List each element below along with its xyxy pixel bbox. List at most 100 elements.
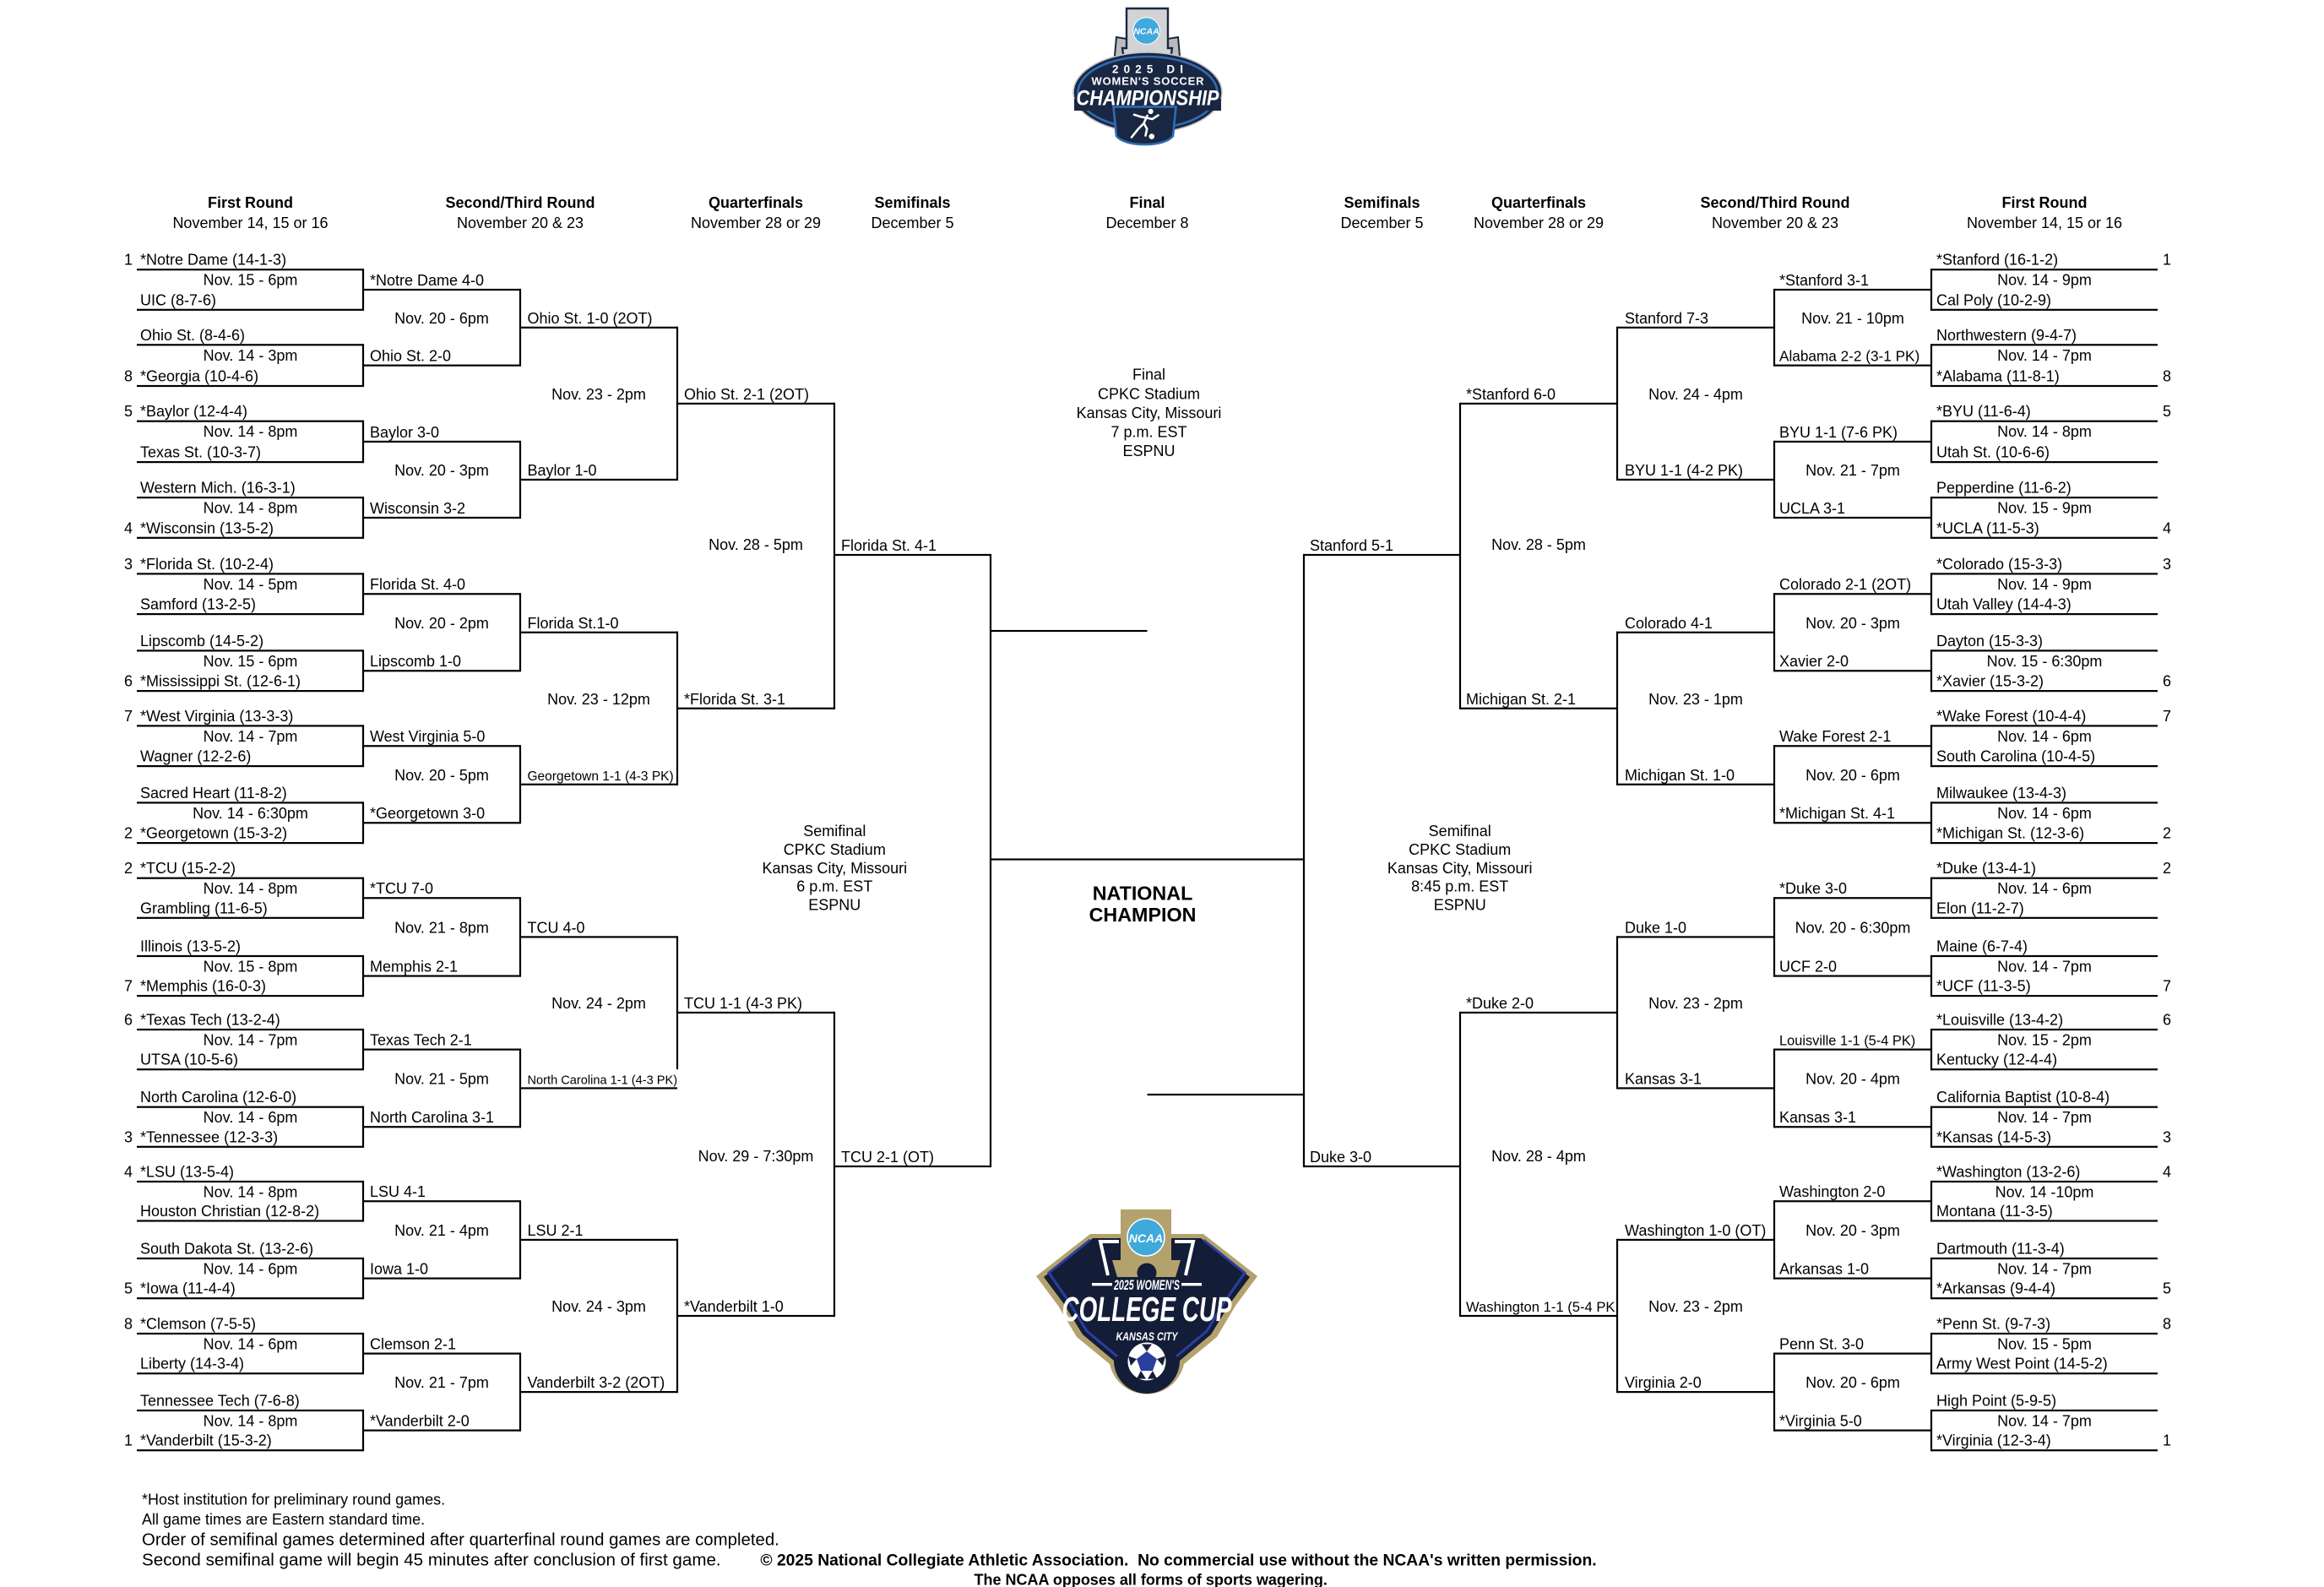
svg-text:NCAA: NCAA [1129, 1231, 1163, 1245]
svg-text:Western Mich. (16-3-1): Western Mich. (16-3-1) [140, 480, 296, 497]
svg-text:Wagner (12-2-6): Wagner (12-2-6) [140, 748, 251, 765]
svg-text:CPKC Stadium: CPKC Stadium [1409, 841, 1511, 858]
svg-text:Second/Third Round: Second/Third Round [446, 194, 595, 211]
svg-text:Nov. 14 - 8pm: Nov. 14 - 8pm [204, 423, 298, 440]
svg-text:Army West Point (14-5-2): Army West Point (14-5-2) [1936, 1356, 2108, 1372]
svg-text:CHAMPION: CHAMPION [1089, 904, 1197, 926]
svg-text:Nov. 15 - 9pm: Nov. 15 - 9pm [1997, 500, 2092, 517]
svg-text:*Texas Tech (13-2-4): *Texas Tech (13-2-4) [140, 1012, 280, 1029]
svg-text:3: 3 [2163, 556, 2171, 573]
svg-text:South Carolina (10-4-5): South Carolina (10-4-5) [1936, 748, 2095, 765]
svg-text:*Duke 2-0: *Duke 2-0 [1466, 995, 1534, 1012]
svg-text:Dayton (15-3-3): Dayton (15-3-3) [1936, 633, 2043, 649]
svg-text:*Iowa (11-4-4): *Iowa (11-4-4) [140, 1280, 236, 1297]
svg-text:Wake Forest 2-1: Wake Forest 2-1 [1779, 728, 1891, 745]
svg-text:Memphis 2-1: Memphis 2-1 [370, 959, 458, 976]
svg-text:Maine (6-7-4): Maine (6-7-4) [1936, 938, 2028, 955]
svg-text:*Xavier (15-3-2): *Xavier (15-3-2) [1936, 673, 2044, 690]
svg-text:*Host institution for prelimin: *Host institution for preliminary round … [142, 1492, 445, 1508]
svg-text:*UCLA (11-5-3): *UCLA (11-5-3) [1936, 519, 2039, 536]
svg-text:Nov. 28 - 5pm: Nov. 28 - 5pm [1491, 536, 1586, 553]
svg-text:Tennessee Tech (7-6-8): Tennessee Tech (7-6-8) [140, 1393, 300, 1410]
svg-text:Stanford 5-1: Stanford 5-1 [1310, 537, 1393, 554]
svg-text:*Baylor (12-4-4): *Baylor (12-4-4) [140, 403, 247, 420]
svg-text:*Duke (13-4-1): *Duke (13-4-1) [1936, 860, 2036, 877]
svg-text:4: 4 [2163, 519, 2171, 536]
svg-text:Nov. 14 - 7pm: Nov. 14 - 7pm [204, 728, 298, 745]
svg-text:7: 7 [2163, 708, 2171, 725]
svg-text:*Mississippi St. (12-6-1): *Mississippi St. (12-6-1) [140, 673, 301, 690]
svg-text:2: 2 [124, 825, 133, 842]
svg-text:Quarterfinals: Quarterfinals [1491, 194, 1586, 211]
svg-text:*Tennessee (12-3-3): *Tennessee (12-3-3) [140, 1128, 278, 1145]
svg-text:Georgetown 1-1 (4-3 PK): Georgetown 1-1 (4-3 PK) [528, 769, 674, 784]
svg-text:Ohio St. (8-4-6): Ohio St. (8-4-6) [140, 327, 245, 344]
svg-text:*Arkansas (9-4-4): *Arkansas (9-4-4) [1936, 1280, 2055, 1297]
svg-text:Ohio St. 1-0 (2OT): Ohio St. 1-0 (2OT) [528, 310, 653, 327]
svg-text:Louisville 1-1 (5-4 PK): Louisville 1-1 (5-4 PK) [1779, 1034, 1915, 1049]
svg-text:Nov. 21 - 5pm: Nov. 21 - 5pm [394, 1070, 489, 1087]
svg-text:5: 5 [2163, 403, 2171, 420]
svg-text:Final: Final [1129, 194, 1165, 211]
svg-text:*Georgetown (15-3-2): *Georgetown (15-3-2) [140, 825, 287, 842]
svg-text:Lipscomb 1-0: Lipscomb 1-0 [370, 653, 461, 670]
svg-text:Nov. 28 - 5pm: Nov. 28 - 5pm [709, 536, 803, 553]
svg-text:*Michigan St. (12-3-6): *Michigan St. (12-3-6) [1936, 825, 2084, 842]
svg-text:7: 7 [2163, 978, 2171, 995]
svg-text:Nov. 24 - 4pm: Nov. 24 - 4pm [1648, 386, 1743, 403]
svg-text:Texas St. (10-3-7): Texas St. (10-3-7) [140, 444, 261, 461]
svg-text:High Point (5-9-5): High Point (5-9-5) [1936, 1393, 2056, 1410]
svg-text:Nov. 14 - 6pm: Nov. 14 - 6pm [204, 1109, 298, 1126]
svg-text:*Stanford 6-0: *Stanford 6-0 [1466, 386, 1556, 403]
svg-text:*TCU 7-0: *TCU 7-0 [370, 880, 433, 897]
svg-text:Xavier 2-0: Xavier 2-0 [1779, 653, 1849, 670]
svg-text:TCU 1-1 (4-3 PK): TCU 1-1 (4-3 PK) [684, 995, 802, 1012]
svg-text:1: 1 [124, 1432, 133, 1449]
svg-text:*TCU (15-2-2): *TCU (15-2-2) [140, 860, 236, 877]
svg-text:Nov. 14 - 7pm: Nov. 14 - 7pm [1997, 1413, 2092, 1430]
svg-text:Nov. 20 - 3pm: Nov. 20 - 3pm [394, 462, 489, 479]
svg-text:Vanderbilt 3-2 (2OT): Vanderbilt 3-2 (2OT) [528, 1374, 665, 1391]
svg-text:Nov. 14 - 9pm: Nov. 14 - 9pm [1997, 576, 2092, 593]
svg-text:*Vanderbilt 2-0: *Vanderbilt 2-0 [370, 1413, 470, 1430]
svg-text:1: 1 [2163, 252, 2171, 269]
svg-text:Nov. 21 - 10pm: Nov. 21 - 10pm [1801, 310, 1904, 327]
svg-text:All game times are Eastern sta: All game times are Eastern standard time… [142, 1511, 425, 1528]
svg-text:Florida St.1-0: Florida St.1-0 [528, 615, 619, 632]
svg-text:Virginia 2-0: Virginia 2-0 [1625, 1374, 1702, 1391]
svg-text:Utah St. (10-6-6): Utah St. (10-6-6) [1936, 444, 2050, 461]
svg-text:BYU 1-1 (7-6 PK): BYU 1-1 (7-6 PK) [1779, 424, 1898, 441]
svg-text:6: 6 [124, 673, 133, 690]
svg-text:*Penn St. (9-7-3): *Penn St. (9-7-3) [1936, 1316, 2050, 1333]
svg-text:Nov. 23 - 2pm: Nov. 23 - 2pm [1648, 995, 1743, 1012]
svg-text:Nov. 15 - 6pm: Nov. 15 - 6pm [204, 272, 298, 289]
svg-text:Kansas City, Missouri: Kansas City, Missouri [1077, 405, 1222, 421]
svg-text:*Louisville (13-4-2): *Louisville (13-4-2) [1936, 1012, 2063, 1029]
svg-text:Semifinals: Semifinals [874, 194, 950, 211]
svg-text:Samford (13-2-5): Samford (13-2-5) [140, 596, 256, 613]
svg-text:*Michigan St. 4-1: *Michigan St. 4-1 [1779, 805, 1895, 822]
svg-text:Nov. 14 - 7pm: Nov. 14 - 7pm [1997, 959, 2092, 976]
svg-text:West Virginia 5-0: West Virginia 5-0 [370, 728, 485, 745]
svg-text:Nov. 28 - 4pm: Nov. 28 - 4pm [1491, 1148, 1586, 1165]
svg-text:The NCAA opposes all forms of: The NCAA opposes all forms of sports wag… [975, 1571, 1328, 1587]
svg-text:5: 5 [2163, 1280, 2171, 1297]
svg-text:Washington 1-1 (5-4 PK: Washington 1-1 (5-4 PK [1466, 1299, 1615, 1315]
svg-text:2: 2 [2163, 860, 2171, 877]
svg-text:UCLA 3-1: UCLA 3-1 [1779, 500, 1845, 517]
svg-text:Grambling (11-6-5): Grambling (11-6-5) [140, 899, 268, 916]
svg-text:LSU 4-1: LSU 4-1 [370, 1183, 426, 1200]
svg-text:Semifinal: Semifinal [803, 823, 866, 840]
svg-text:*Notre Dame 4-0: *Notre Dame 4-0 [370, 272, 484, 289]
svg-text:Nov. 14 - 7pm: Nov. 14 - 7pm [1997, 1109, 2092, 1126]
svg-text:November 20 & 23: November 20 & 23 [457, 215, 584, 231]
svg-text:Nov. 20 - 6pm: Nov. 20 - 6pm [1805, 1374, 1900, 1391]
svg-text:TCU 2-1 (OT): TCU 2-1 (OT) [841, 1149, 934, 1166]
svg-text:Iowa 1-0: Iowa 1-0 [370, 1261, 428, 1278]
svg-text:Houston Christian (12-8-2): Houston Christian (12-8-2) [140, 1203, 319, 1220]
svg-text:Ohio St. 2-0: Ohio St. 2-0 [370, 348, 451, 365]
svg-text:Northwestern (9-4-7): Northwestern (9-4-7) [1936, 327, 2077, 344]
svg-text:Nov. 29 - 7:30pm: Nov. 29 - 7:30pm [698, 1148, 814, 1165]
svg-text:Arkansas 1-0: Arkansas 1-0 [1779, 1261, 1869, 1278]
svg-text:*Georgia (10-4-6): *Georgia (10-4-6) [140, 368, 258, 385]
